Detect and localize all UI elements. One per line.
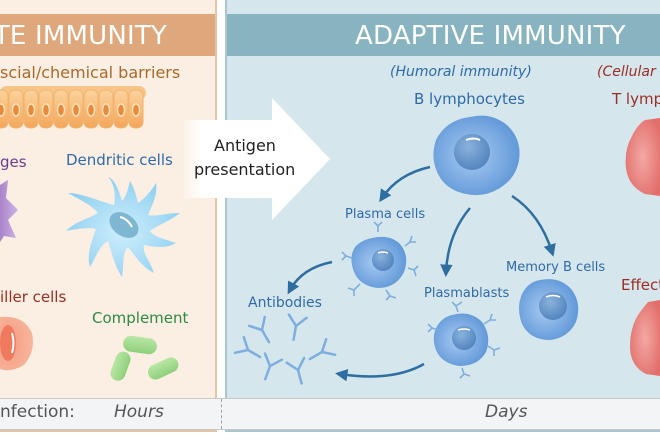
memory-b-cell-icon bbox=[519, 279, 579, 340]
epithelial-nucleus bbox=[26, 103, 36, 117]
plasma-cell-icon bbox=[341, 221, 419, 301]
humoral-immunity-label: (Humoral immunity) bbox=[390, 64, 532, 80]
timeline-label: nfection: bbox=[0, 402, 75, 422]
timeline-bar: nfection: Hours Days bbox=[0, 398, 660, 430]
antigen-label: Antigen bbox=[214, 136, 276, 155]
presentation-label: presentation bbox=[194, 160, 296, 179]
timeline-days: Days bbox=[485, 402, 528, 422]
plasmablast-cell-icon bbox=[427, 301, 501, 379]
epithelial-nucleus bbox=[131, 103, 141, 117]
antibody bbox=[247, 315, 271, 344]
arrow-plasmablast-to-antibodies bbox=[335, 362, 425, 382]
plasma-cells-label: Plasma cells bbox=[345, 207, 426, 222]
epithelial-nucleus bbox=[0, 103, 6, 117]
complement-icon bbox=[110, 335, 179, 381]
antibody bbox=[285, 356, 306, 385]
antigen-presentation-arrow bbox=[180, 98, 330, 220]
t-lymphocytes-label: T lymp bbox=[612, 90, 660, 108]
b-lymphocytes-label: B lymphocytes bbox=[414, 90, 525, 108]
arrow-b-to-plasma bbox=[379, 165, 431, 203]
arrow-b-to-memory bbox=[511, 194, 556, 257]
antibody bbox=[308, 337, 337, 361]
adaptive-top-strip bbox=[227, 0, 660, 14]
antibody bbox=[287, 313, 308, 342]
nk-cells-label: iller cells bbox=[0, 288, 67, 306]
epithelial-nucleus bbox=[116, 103, 126, 117]
complement-label: Complement bbox=[92, 309, 189, 327]
arrow-b-to-plasmablast bbox=[440, 207, 471, 277]
effector-cells-label: Effecto bbox=[621, 276, 660, 294]
macrophages-label: ges bbox=[0, 153, 27, 171]
dendritic-cell-icon bbox=[66, 177, 180, 277]
adaptive-immunity-title: ADAPTIVE IMMUNITY bbox=[227, 14, 660, 56]
epithelial-nucleus bbox=[71, 103, 81, 117]
timeline-divider bbox=[221, 399, 222, 429]
dendritic-cells-label: Dendritic cells bbox=[66, 151, 173, 169]
timeline-hours: Hours bbox=[114, 402, 164, 422]
adaptive-immunity-panel: ADAPTIVE IMMUNITY bbox=[225, 0, 660, 432]
antibodies-label: Antibodies bbox=[248, 295, 322, 311]
cellular-immunity-label: (Cellular bbox=[597, 64, 656, 80]
barriers-label: scial/chemical barriers bbox=[0, 63, 181, 82]
epithelial-barrier-icon bbox=[0, 86, 146, 129]
innate-immunity-title: TE IMMUNITY bbox=[0, 14, 215, 56]
antibodies-icon bbox=[233, 313, 337, 385]
macrophage-icon bbox=[0, 180, 18, 242]
epithelial-nucleus bbox=[11, 103, 21, 117]
antibody bbox=[233, 335, 262, 359]
nk-cell-icon bbox=[0, 316, 33, 371]
innate-top-strip bbox=[0, 0, 215, 14]
antibody bbox=[263, 352, 284, 381]
b-lymphocyte-cell-icon bbox=[433, 115, 520, 196]
innate-immunity-panel: TE IMMUNITY bbox=[0, 0, 217, 432]
memory-b-cells-label: Memory B cells bbox=[506, 260, 606, 275]
epithelial-nucleus bbox=[41, 103, 51, 117]
arrow-plasma-to-antibodies bbox=[287, 260, 333, 295]
t-lymphocyte-cell-icon bbox=[625, 118, 660, 196]
effector-t-cell-icon bbox=[630, 300, 660, 376]
epithelial-nucleus bbox=[56, 103, 66, 117]
epithelial-nucleus bbox=[101, 103, 111, 117]
plasmablasts-label: Plasmablasts bbox=[424, 286, 510, 301]
epithelial-nucleus bbox=[86, 103, 96, 117]
